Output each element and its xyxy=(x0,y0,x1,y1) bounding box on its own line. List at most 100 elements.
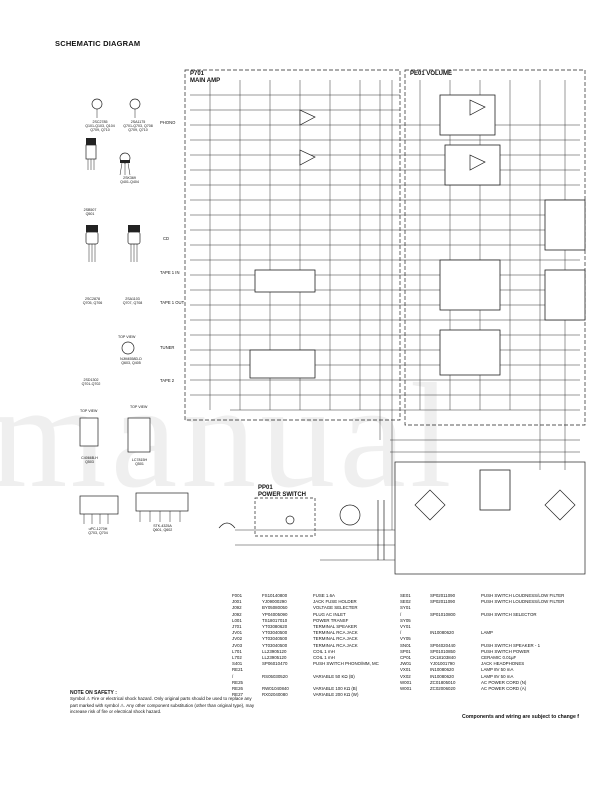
parts-row: JV03 YT03040500 TERMINAL RCA JACK xyxy=(232,643,379,649)
part-ref: S401 xyxy=(232,661,243,667)
part-ref: W001 xyxy=(400,679,412,685)
main-amp-code: P701 xyxy=(190,71,205,77)
component-name: 2SA1103 xyxy=(125,297,140,301)
component-name: 2SC2785 xyxy=(92,120,108,124)
footer-note: Components and wiring are subject to cha… xyxy=(462,714,580,720)
safety-note-body: Symbol ⚠ Fire or electrical shock hazard… xyxy=(70,696,255,715)
volume-label: PE01 VOLUME xyxy=(410,71,453,77)
part-description: PUSH SWITCH LOUDNESS/LOW FILTER xyxy=(481,599,565,605)
part-number: RX02040080 xyxy=(262,692,288,698)
input-label-cd: CD xyxy=(163,236,170,241)
component-name: LC7815H xyxy=(131,458,148,462)
power-switch-code: PP01 xyxy=(258,485,273,491)
part-number: RW01040840 xyxy=(262,686,289,692)
parts-row: RE25 xyxy=(232,680,379,686)
part-ref: RE25 xyxy=(232,679,243,685)
part-number: YJ09000290 xyxy=(262,599,287,605)
part-ref: VX02 xyxy=(400,673,411,679)
part-description: CERAMIC 0.01μF xyxy=(481,655,517,661)
part-ref: J701 xyxy=(232,624,242,630)
part-number: YT03080620 xyxy=(262,624,288,630)
part-ref: SN01 xyxy=(400,642,411,648)
input-label-tuner: TUNER xyxy=(160,345,175,350)
component-use: Q701-Q703, Q708 Q709, Q710 xyxy=(123,124,153,132)
part-ref: F001 xyxy=(232,593,243,598)
part-description: VOLTAGE SELECTER xyxy=(313,605,358,611)
main-amp-label: MAIN AMP xyxy=(190,78,221,84)
part-description: POWER TRANSF xyxy=(313,617,349,623)
part-description: PLUG AC INLET xyxy=(313,611,346,617)
input-label-tape1-in: TAPE 1 IN xyxy=(160,270,180,275)
part-description: FUSE 1.6A xyxy=(313,593,335,598)
part-ref: VX01 xyxy=(400,667,411,673)
input-label-tape2: TAPE 2 xyxy=(160,378,175,383)
component-use: Q401-Q404 xyxy=(120,180,139,184)
page-title: SCHEMATIC DIAGRAM xyxy=(55,39,141,48)
part-ref: RE27 xyxy=(232,692,243,698)
part-description: TERMINAL RCA JACK xyxy=(313,630,358,636)
part-ref: L001 xyxy=(232,617,242,623)
component-name: STK-4325A xyxy=(153,524,172,528)
part-ref: JV03 xyxy=(232,642,243,648)
parts-row: VY05 xyxy=(400,636,564,642)
part-ref: / xyxy=(400,630,402,636)
part-description: VARIABLE 100 KΩ (B) xyxy=(313,686,358,692)
part-number: SP02011090 xyxy=(430,593,456,598)
part-number: IN10080620 xyxy=(430,673,454,679)
part-number: SP01010850 xyxy=(430,648,456,654)
component-name: 2SA1175 xyxy=(130,120,146,124)
part-ref: / xyxy=(232,673,234,679)
component-use: Q705, Q706 xyxy=(82,301,103,305)
part-number: IN10080620 xyxy=(430,667,454,673)
safety-note: NOTE ON SAFETY : Symbol ⚠ Fire or electr… xyxy=(70,690,255,716)
part-description: TERMINAL RCA JACK xyxy=(313,642,358,648)
part-number: IN10080620 xyxy=(430,630,454,636)
part-number: BY05080050 xyxy=(262,605,288,611)
part-number: YT03040500 xyxy=(262,636,288,642)
part-ref: W001 xyxy=(400,686,412,692)
input-label-tape1-out: TAPE 1 OUT xyxy=(160,300,185,305)
component-use: Q503 xyxy=(85,460,94,464)
part-ref: L702 xyxy=(232,655,242,661)
parts-row: SY05 xyxy=(400,618,564,624)
part-number: LL23905120 xyxy=(262,648,287,654)
part-ref: SY01 xyxy=(400,605,411,611)
part-number: CK18103840 xyxy=(430,655,456,661)
component-use: Q703, Q704 xyxy=(88,531,108,535)
part-number: SP04020440 xyxy=(430,642,456,648)
watermark: manual xyxy=(0,353,456,519)
power-switch-label: POWER SWITCH xyxy=(258,492,306,498)
part-ref: J001 xyxy=(232,599,242,605)
part-number: YT03040500 xyxy=(262,642,288,648)
component-use: Q601, Q602 xyxy=(152,528,173,532)
part-number: SP06010470 xyxy=(262,661,288,667)
part-description: VARIABLE 200 KΩ (W) xyxy=(313,692,359,698)
part-description: COIL 1 mH xyxy=(313,655,335,661)
part-number: YP04005090 xyxy=(262,611,288,617)
part-ref: RE26 xyxy=(232,686,243,692)
part-description: PUSH SWITCH POWER xyxy=(481,648,530,654)
part-description: VARIABLE 50 KΩ (B) xyxy=(313,673,355,679)
parts-row: RE26 RW01040840 VARIABLE 100 KΩ (B) xyxy=(232,686,379,692)
